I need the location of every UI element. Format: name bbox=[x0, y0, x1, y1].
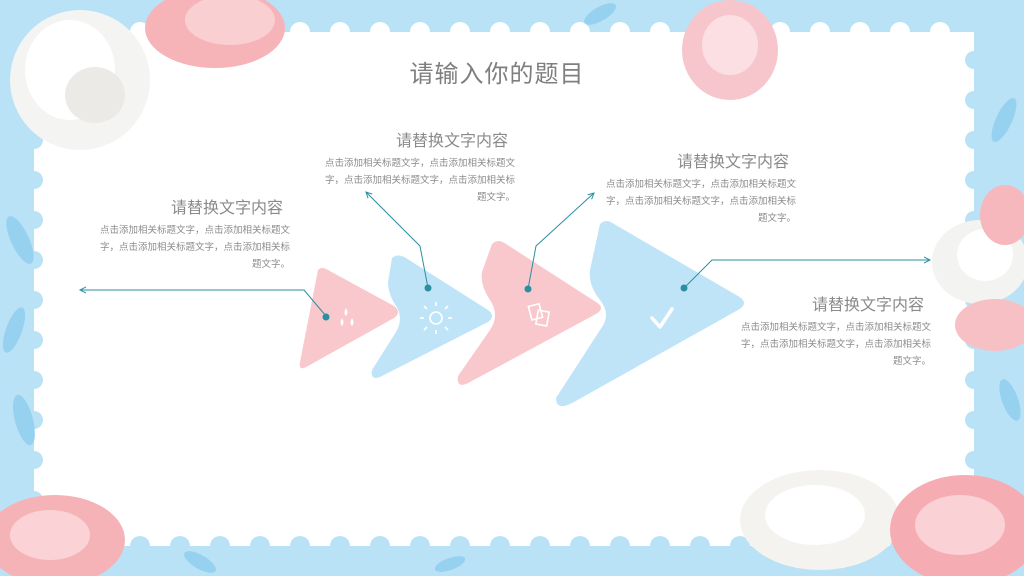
item-3-heading[interactable]: 请替换文字内容 bbox=[677, 152, 790, 171]
item-2-line-2: 字，点击添加相关标题文字，点击添加相关标 bbox=[324, 175, 515, 186]
connector-1-dot bbox=[322, 313, 330, 321]
arrow-shape-2[interactable] bbox=[371, 255, 492, 379]
item-2-description[interactable]: 点击添加相关标题文字，点击添加相关标题文 字，点击添加相关标题文字，点击添加相关… bbox=[315, 155, 515, 206]
connector-4 bbox=[683, 260, 930, 289]
item-4-line-2: 字，点击添加相关标题文字，点击添加相关标 bbox=[740, 339, 931, 350]
documents-icon bbox=[527, 302, 551, 327]
connector-3 bbox=[527, 193, 594, 290]
connector-4-dot bbox=[680, 284, 688, 292]
arrow-shape-4[interactable] bbox=[556, 221, 744, 407]
item-1-line-2: 字，点击添加相关标题文字，点击添加相关标 bbox=[99, 242, 290, 253]
item-4-line-3: 题文字。 bbox=[892, 356, 931, 367]
item-1-line-1: 点击添加相关标题文字，点击添加相关标题文 bbox=[99, 225, 290, 236]
connector-1 bbox=[80, 290, 327, 317]
connector-3-dot bbox=[524, 285, 532, 293]
item-3-line-3: 题文字。 bbox=[757, 213, 796, 224]
item-1-heading[interactable]: 请替换文字内容 bbox=[171, 198, 284, 217]
item-2-line-3: 题文字。 bbox=[476, 192, 515, 203]
item-4-description[interactable]: 点击添加相关标题文字，点击添加相关标题文 字，点击添加相关标题文字，点击添加相关… bbox=[731, 319, 931, 370]
item-3-line-2: 字，点击添加相关标题文字，点击添加相关标 bbox=[605, 196, 796, 207]
checkmark-icon bbox=[650, 307, 674, 329]
item-1-description[interactable]: 点击添加相关标题文字，点击添加相关标题文 字，点击添加相关标题文字，点击添加相关… bbox=[90, 222, 290, 273]
sun-icon bbox=[420, 302, 452, 334]
connector-2 bbox=[366, 192, 429, 289]
item-2-heading[interactable]: 请替换文字内容 bbox=[396, 131, 509, 150]
item-4-line-1: 点击添加相关标题文字，点击添加相关标题文 bbox=[740, 322, 931, 333]
connector-2-dot bbox=[424, 284, 432, 292]
item-3-line-1: 点击添加相关标题文字，点击添加相关标题文 bbox=[605, 179, 796, 190]
item-2-line-1: 点击添加相关标题文字，点击添加相关标题文 bbox=[324, 158, 515, 169]
item-1-line-3: 题文字。 bbox=[251, 259, 290, 270]
arrow-shape-1[interactable] bbox=[299, 268, 398, 369]
water-drops-icon bbox=[340, 308, 354, 326]
item-3-description[interactable]: 点击添加相关标题文字，点击添加相关标题文 字，点击添加相关标题文字，点击添加相关… bbox=[596, 176, 796, 227]
item-4-heading[interactable]: 请替换文字内容 bbox=[812, 295, 925, 314]
slide-title[interactable]: 请输入你的题目 bbox=[409, 60, 585, 88]
